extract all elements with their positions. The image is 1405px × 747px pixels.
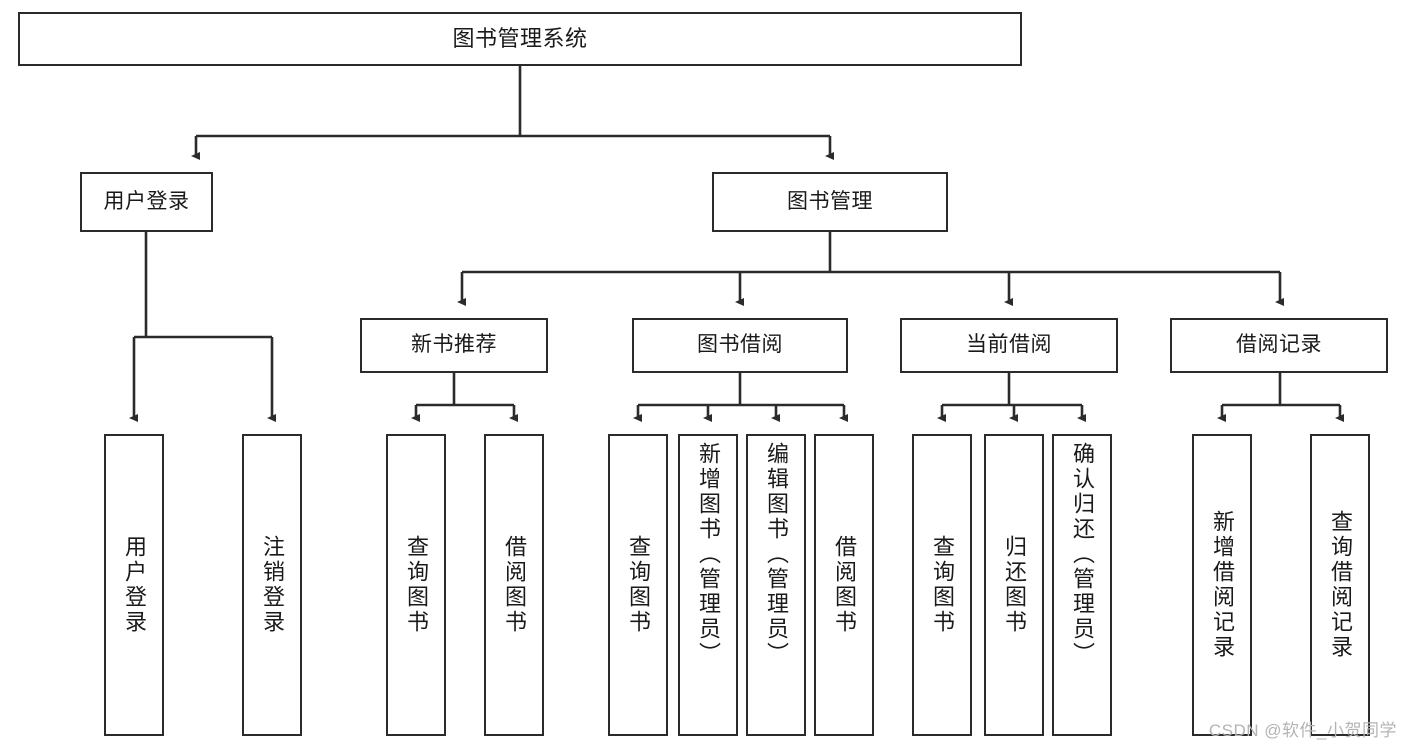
leaf-query-books-newbooks[interactable]: 查询图书 <box>386 434 446 736</box>
node-label: 查询图书 <box>930 535 955 635</box>
node-label: 查询图书 <box>404 535 429 635</box>
node-borrow-records[interactable]: 借阅记录 <box>1170 318 1388 373</box>
leaf-edit-book-admin[interactable]: 编辑图书（管理员） <box>746 434 806 736</box>
node-label: 查询图书 <box>626 535 651 635</box>
node-label: 新增借阅记录 <box>1210 510 1235 660</box>
leaf-user-login[interactable]: 用户登录 <box>104 434 164 736</box>
node-label: 确认归还（管理员） <box>1070 442 1095 667</box>
node-label: 新书推荐 <box>411 333 497 357</box>
leaf-borrow-books-newbooks[interactable]: 借阅图书 <box>484 434 544 736</box>
node-label: 图书管理 <box>787 189 873 213</box>
leaf-query-books-current[interactable]: 查询图书 <box>912 434 972 736</box>
node-root-system[interactable]: 图书管理系统 <box>18 12 1022 66</box>
node-label: 图书借阅 <box>697 333 783 357</box>
node-user-login[interactable]: 用户登录 <box>80 172 213 232</box>
node-label: 借阅图书 <box>502 535 527 635</box>
leaf-return-books[interactable]: 归还图书 <box>984 434 1044 736</box>
node-new-book-recommend[interactable]: 新书推荐 <box>360 318 548 373</box>
leaf-query-borrow-record[interactable]: 查询借阅记录 <box>1310 434 1370 736</box>
node-label: 注销登录 <box>260 535 285 635</box>
node-current-borrow[interactable]: 当前借阅 <box>900 318 1118 373</box>
leaf-add-borrow-record[interactable]: 新增借阅记录 <box>1192 434 1252 736</box>
node-label: 借阅记录 <box>1236 333 1322 357</box>
node-label: 归还图书 <box>1002 535 1027 635</box>
watermark-text: CSDN @软件_小贺同学 <box>1208 721 1397 740</box>
node-label: 借阅图书 <box>832 535 857 635</box>
leaf-add-book-admin[interactable]: 新增图书（管理员） <box>678 434 738 736</box>
node-label: 用户登录 <box>122 535 147 635</box>
leaf-query-books-borrow[interactable]: 查询图书 <box>608 434 668 736</box>
node-book-borrow[interactable]: 图书借阅 <box>632 318 848 373</box>
node-label: 编辑图书（管理员） <box>764 442 789 667</box>
leaf-logout[interactable]: 注销登录 <box>242 434 302 736</box>
node-label: 新增图书（管理员） <box>696 442 721 667</box>
node-book-management[interactable]: 图书管理 <box>712 172 948 232</box>
leaf-confirm-return-admin[interactable]: 确认归还（管理员） <box>1052 434 1112 736</box>
leaf-lend-books[interactable]: 借阅图书 <box>814 434 874 736</box>
node-label: 当前借阅 <box>966 333 1052 357</box>
node-label: 用户登录 <box>103 189 190 213</box>
node-label: 图书管理系统 <box>452 26 588 52</box>
node-label: 查询借阅记录 <box>1328 510 1353 660</box>
